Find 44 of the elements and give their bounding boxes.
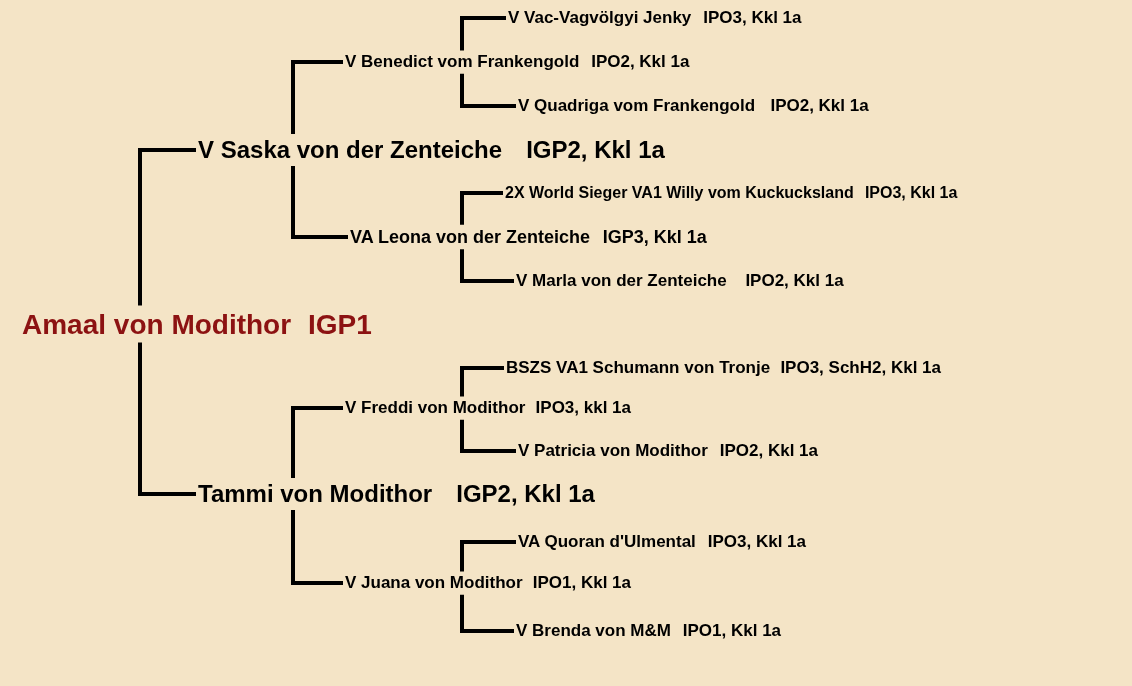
dog-name: VA Leona von der Zenteiche	[350, 225, 591, 249]
dog-name: 2X World Sieger VA1 Willy vom Kuckucksland	[505, 183, 854, 203]
dog-name: BSZS VA1 Schumann von Tronje	[506, 357, 771, 379]
pedigree-connector	[291, 60, 343, 134]
dog-name: Tammi von Modithor	[198, 479, 433, 509]
dog-name: V Freddi von Modithor	[345, 397, 526, 419]
title-text: IGP2, Kkl 1a	[456, 479, 595, 509]
title-text: IPO2, Kkl 1a	[591, 51, 690, 73]
dog-name: V Brenda von M&M	[516, 620, 671, 642]
title-text: IGP1	[307, 307, 372, 342]
title-text: IPO3, kkl 1a	[535, 397, 632, 419]
pedigree-connector	[460, 16, 506, 51]
title-text: IPO3, SchH2, Kkl 1a	[780, 357, 941, 379]
pedigree-connector	[460, 191, 503, 225]
pedigree-connector	[291, 406, 343, 478]
dog-name: V Saska von der Zenteiche	[198, 135, 503, 165]
pedigree-connector	[138, 342, 196, 496]
title-text: IPO3, Kkl 1a	[703, 7, 802, 29]
dog-name: VA Quoran d'Ulmental	[518, 531, 696, 553]
dog-name: V Vac-Vagvölgyi Jenky	[508, 7, 692, 29]
pedigree-connector	[460, 73, 516, 108]
title-text: IGP3, Kkl 1a	[602, 225, 707, 249]
title-text: IPO1, Kkl 1a	[532, 572, 632, 594]
pedigree-connector	[138, 148, 196, 306]
title-text: IGP2, Kkl 1a	[526, 135, 665, 165]
pedigree-connector	[460, 540, 516, 572]
dog-name: Amaal von Modithor	[22, 307, 292, 342]
title-text: IPO3, Kkl 1a	[864, 183, 958, 203]
pedigree-connector	[460, 594, 514, 633]
pedigree-connector	[460, 366, 504, 397]
title-text: IPO3, Kkl 1a	[707, 531, 806, 553]
dog-name: V Patricia von Modithor	[518, 440, 708, 462]
pedigree-connector	[291, 510, 343, 585]
title-text: IPO2, Kkl 1a	[719, 440, 819, 462]
pedigree-connector	[460, 419, 516, 453]
pedigree-connector	[460, 249, 514, 283]
dog-name: V Marla von der Zenteiche	[516, 270, 727, 292]
title-text: IPO1, Kkl 1a	[682, 620, 782, 642]
pedigree-connector	[291, 166, 348, 239]
title-text: IPO2, Kkl 1a	[745, 270, 844, 292]
dog-name: V Juana von Modithor	[345, 572, 523, 594]
title-text: IPO2, Kkl 1a	[770, 95, 869, 117]
dog-name: V Quadriga vom Frankengold	[518, 95, 756, 117]
dog-name: V Benedict vom Frankengold	[345, 51, 580, 73]
